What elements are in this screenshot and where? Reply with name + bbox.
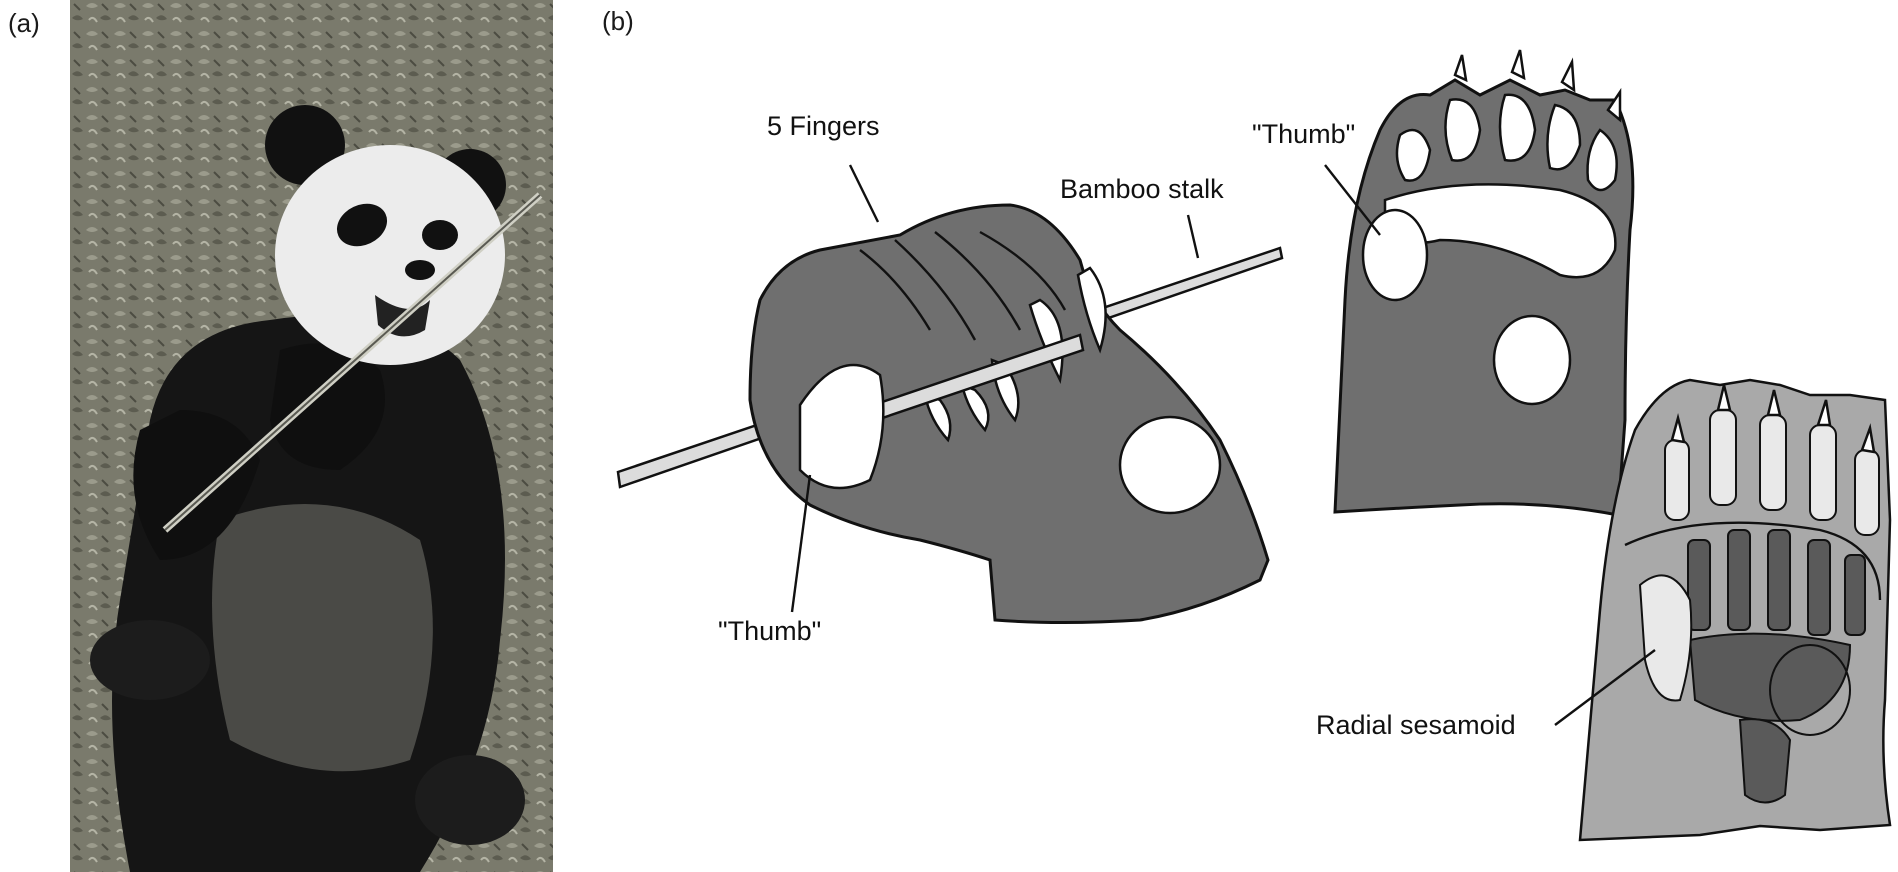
paw-skeleton-view bbox=[1580, 380, 1890, 840]
label-thumb-paw: "Thumb" bbox=[1252, 119, 1355, 149]
toe-claw-2 bbox=[1455, 55, 1466, 80]
label-bamboo-stalk: Bamboo stalk bbox=[1060, 174, 1224, 204]
toe-claw-4 bbox=[1562, 62, 1574, 90]
grasping-paw-illustration bbox=[618, 205, 1282, 623]
panda-right-eye-patch bbox=[422, 220, 458, 250]
leader-bamboo-stalk bbox=[1188, 215, 1198, 258]
radius-bone bbox=[1740, 719, 1790, 802]
panda-belly bbox=[212, 504, 433, 771]
carpal-pad bbox=[1494, 316, 1570, 404]
paw-sole bbox=[1335, 80, 1633, 515]
panda-left-foot bbox=[90, 620, 210, 700]
paw-external-view bbox=[1335, 50, 1633, 515]
label-radial-sesamoid: Radial sesamoid bbox=[1316, 710, 1516, 740]
label-thumb-grasp: "Thumb" bbox=[718, 616, 821, 646]
palm-pad bbox=[1120, 417, 1220, 513]
toe-claw-3 bbox=[1512, 50, 1524, 78]
panda-photo bbox=[70, 0, 553, 872]
panda-right-foot bbox=[415, 755, 525, 845]
leader-5-fingers bbox=[850, 165, 878, 222]
panda-nose bbox=[405, 260, 435, 280]
label-5-fingers: 5 Fingers bbox=[767, 111, 880, 141]
thumb-pad-external bbox=[1363, 210, 1427, 300]
